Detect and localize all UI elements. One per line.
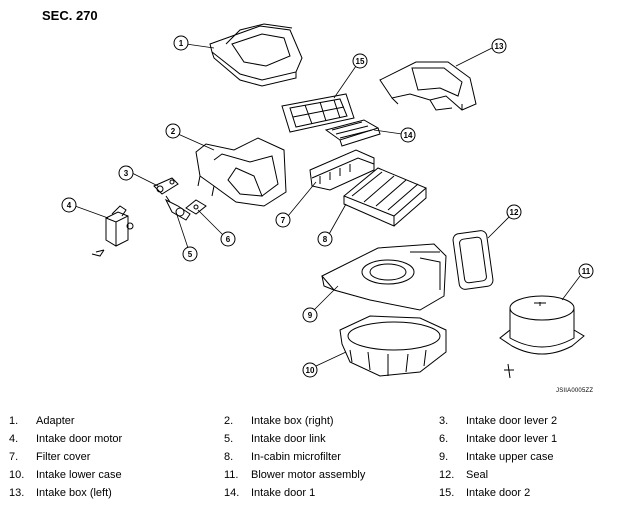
exploded-parts-diagram: 1 2 3 4 5 6 7 8 9 10 11 12 13 14 15	[61, 23, 594, 379]
svg-text:3: 3	[124, 169, 129, 178]
callout-15: 15	[352, 53, 368, 69]
figure-id: JSIIA0005ZZ	[556, 388, 594, 394]
svg-text:10: 10	[306, 366, 315, 375]
intake-lower-case-part	[339, 315, 447, 377]
callout-11: 11	[578, 263, 594, 279]
svg-text:2: 2	[171, 127, 176, 136]
filter-cover-part	[309, 149, 375, 191]
seal-part	[452, 230, 494, 290]
callout-4: 4	[61, 197, 77, 213]
intake-door-1-part	[324, 119, 381, 147]
blower-motor-assembly-part	[499, 295, 585, 379]
svg-text:13: 13	[495, 42, 504, 51]
callout-8: 8	[317, 231, 333, 247]
section-label: SEC. 270	[42, 8, 98, 23]
callout-12: 12	[506, 204, 522, 220]
callout-14: 14	[400, 127, 416, 143]
callout-5: 5	[182, 246, 198, 262]
intake-door-2-part	[281, 93, 355, 133]
intake-upper-case-part	[321, 243, 447, 311]
intake-door-motor-part	[91, 205, 134, 257]
callout-13: 13	[491, 38, 507, 54]
svg-text:9: 9	[308, 311, 313, 320]
callout-6: 6	[220, 231, 236, 247]
intake-box-right-part	[195, 137, 287, 207]
svg-text:4: 4	[67, 201, 72, 210]
callout-3: 3	[118, 165, 134, 181]
svg-text:5: 5	[188, 250, 193, 259]
callout-9: 9	[302, 307, 318, 323]
svg-text:6: 6	[226, 235, 231, 244]
svg-text:7: 7	[281, 216, 286, 225]
intake-door-lever-1-part	[185, 199, 207, 215]
in-cabin-microfilter-part	[343, 167, 427, 227]
callout-10: 10	[302, 362, 318, 378]
intake-door-link-part	[164, 195, 191, 221]
parts-legend: 1.Adapter 2.Intake box (right) 3.Intake …	[9, 415, 558, 499]
svg-text:14: 14	[404, 131, 413, 140]
callout-2: 2	[165, 123, 181, 139]
intake-box-left-part	[379, 61, 477, 111]
svg-text:11: 11	[582, 267, 591, 276]
svg-text:12: 12	[510, 208, 519, 217]
svg-text:1: 1	[179, 39, 184, 48]
callout-markers: 1 2 3 4 5 6 7 8 9 10 11 12 13 14 15	[61, 35, 594, 378]
callout-7: 7	[275, 212, 291, 228]
callout-1: 1	[173, 35, 189, 51]
leader-lines	[74, 43, 581, 367]
intake-door-lever-2-part	[153, 177, 179, 195]
svg-text:15: 15	[356, 57, 365, 66]
svg-text:8: 8	[323, 235, 328, 244]
adapter-part	[209, 23, 303, 87]
